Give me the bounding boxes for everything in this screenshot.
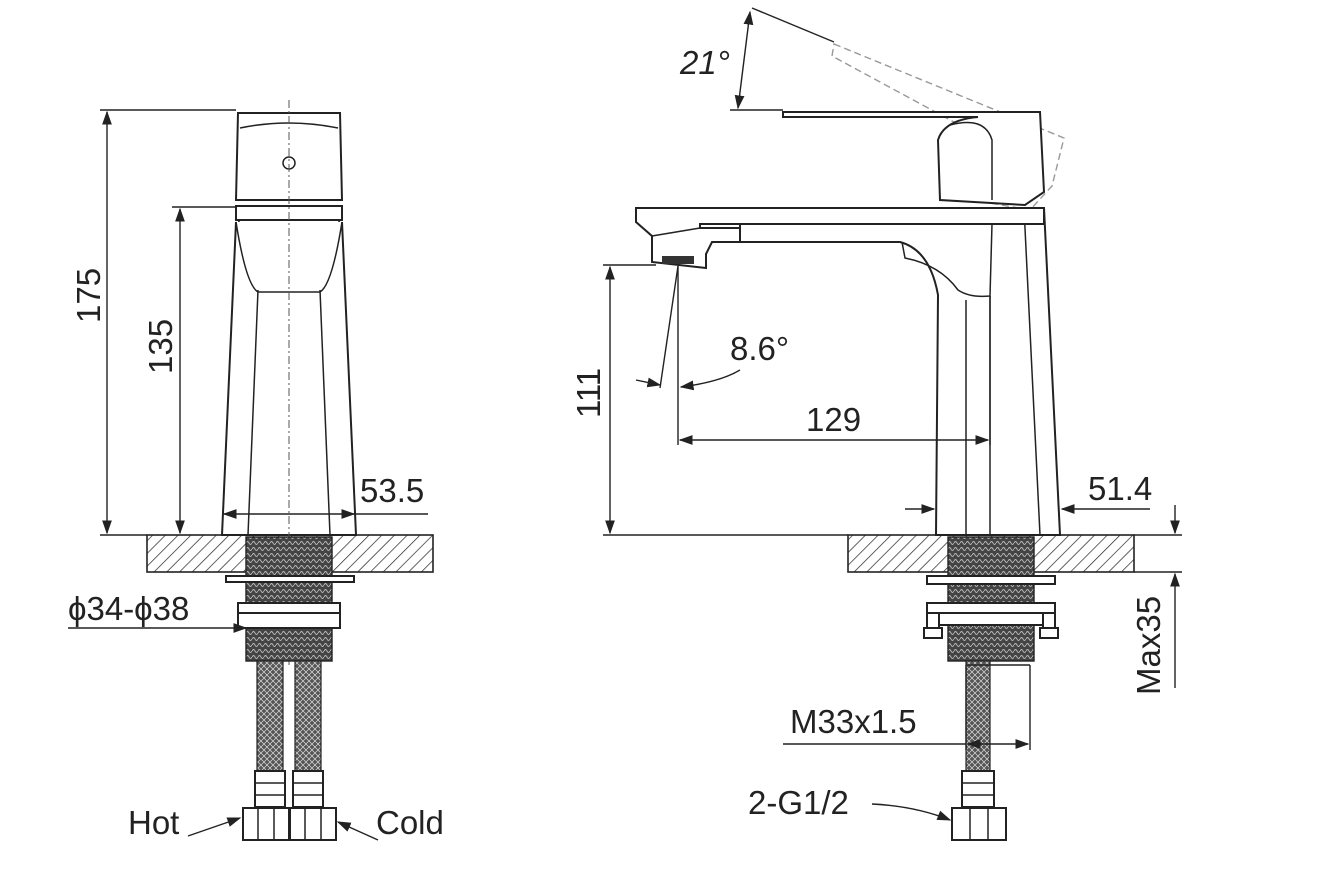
label-111: 111	[570, 368, 607, 418]
side-view	[603, 7, 1182, 841]
dim-line-8-6deg-left	[635, 377, 662, 388]
front-cold-nut	[289, 807, 337, 841]
cold-leader	[336, 821, 379, 841]
label-129: 129	[806, 401, 861, 438]
dim-line-8-6deg	[679, 369, 741, 391]
hot-leader	[187, 817, 242, 837]
label-51-4: 51.4	[1088, 470, 1152, 507]
side-threaded-shank	[947, 536, 1035, 662]
label-max35: Max35	[1130, 596, 1167, 695]
side-lever	[782, 111, 1046, 207]
label-cold: Cold	[376, 804, 444, 841]
label-135: 135	[142, 319, 179, 374]
side-spout	[635, 207, 1045, 270]
front-hot-hose	[256, 660, 284, 772]
side-lever-ghost	[831, 43, 1065, 211]
label-hot: Hot	[128, 804, 179, 841]
side-hose	[965, 660, 991, 772]
g12-leader	[871, 803, 952, 821]
front-view	[68, 100, 434, 841]
label-hole-diameter: ϕ34-ϕ38	[68, 590, 189, 627]
front-threaded-shank	[245, 536, 333, 662]
dim-line-21deg	[734, 10, 754, 110]
front-hot-nut	[242, 807, 290, 841]
front-cold-hose	[294, 660, 322, 772]
label-g12: 2-G1/2	[748, 784, 849, 821]
side-aerator	[662, 256, 694, 264]
label-175: 175	[70, 268, 107, 323]
label-8-6deg: 8.6°	[730, 330, 789, 367]
side-hose-nut	[951, 807, 1007, 841]
label-53-5: 53.5	[360, 472, 424, 509]
label-21deg: 21°	[679, 44, 730, 81]
side-body	[739, 207, 1062, 536]
label-m33: M33x1.5	[790, 703, 917, 740]
